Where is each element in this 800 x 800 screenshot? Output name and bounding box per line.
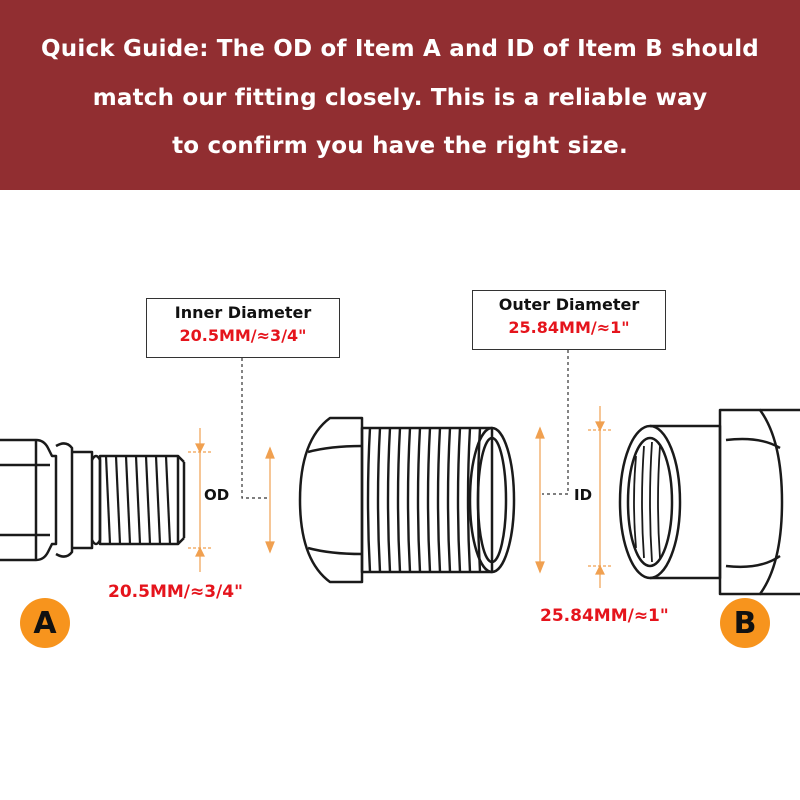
outer-diameter-label-box: Outer Diameter 25.84MM/≈1" [472,290,666,350]
item-b-dimension-line [588,406,612,588]
center-inner-dimension-line [265,446,275,554]
leader-lines [241,350,569,499]
center-outer-dimension-line [535,426,545,574]
inner-diameter-label-box: Inner Diameter 20.5MM/≈3/4" [146,298,340,358]
header-banner: Quick Guide: The OD of Item A and ID of … [0,0,800,190]
center-fitting [298,416,516,584]
item-a-measurement: 20.5MM/≈3/4" [108,582,243,602]
item-b-measurement: 25.84MM/≈1" [540,606,669,626]
item-a-threads [104,455,172,545]
item-a-dimension-tag: OD [204,486,230,504]
item-a-fitting [0,438,186,562]
center-fitting-threads [366,427,482,573]
guide-text-line-1: Quick Guide: The OD of Item A and ID of … [41,36,759,62]
fitting-diagram: Inner Diameter 20.5MM/≈3/4" Outer Diamet… [0,190,800,800]
guide-text-line-3: to confirm you have the right size. [172,133,628,159]
item-a-dimension-line [188,428,212,572]
fitting-illustration [0,350,800,596]
item-b-fitting [618,408,800,596]
outer-diameter-title: Outer Diameter [498,295,640,314]
item-a-badge: A [20,598,70,648]
item-a-badge-letter: A [33,605,57,641]
inner-diameter-title: Inner Diameter [174,303,312,322]
item-b-badge-letter: B [733,605,757,641]
item-b-badge: B [720,598,770,648]
inner-diameter-value: 20.5MM/≈3/4" [179,326,307,345]
item-b-inner-threads [633,441,661,563]
item-b-dimension-tag: ID [574,486,593,504]
guide-text-line-2: match our fitting closely. This is a rel… [92,85,708,111]
outer-diameter-value: 25.84MM/≈1" [508,318,630,337]
